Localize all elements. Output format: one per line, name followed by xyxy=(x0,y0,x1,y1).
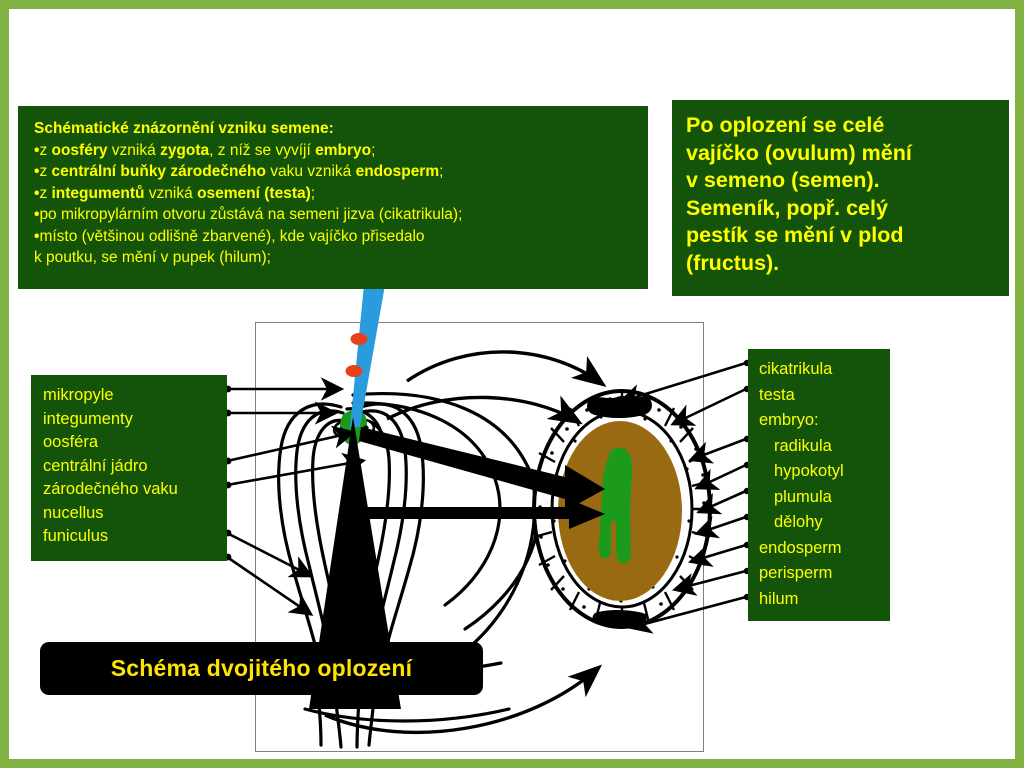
intro-text: ; xyxy=(310,184,316,202)
diagram-caption: Schéma dvojitého oplození xyxy=(40,642,483,695)
intro-text: vaku vzniká xyxy=(265,163,356,180)
intro-text: , z níž se vyvíjí xyxy=(209,141,316,159)
intro-line: •z centrální buňky zárodečného vaku vzni… xyxy=(34,161,648,183)
intro-line: •po mikropylárním otvoru zůstává na seme… xyxy=(34,204,648,226)
ovule-label-item: oosféra xyxy=(43,433,99,451)
seed-label-item: radikula xyxy=(774,436,832,455)
seed-label-item: hypokotyl xyxy=(774,462,844,480)
intro-term: zygota xyxy=(160,141,210,159)
fruit-text-box: Po oplození se celé vajíčko (ovulum) mění… xyxy=(672,100,1009,296)
intro-lines: •z oosféry vzniká zygota, z níž se vyvíj… xyxy=(34,140,648,269)
intro-text: z xyxy=(39,163,52,180)
seed-label-item: perisperm xyxy=(759,564,833,582)
bullet-glyph: • xyxy=(34,206,40,223)
intro-text: z xyxy=(39,184,52,202)
bullet-glyph: • xyxy=(34,163,40,180)
intro-text: ; xyxy=(439,163,444,180)
leader-plumula xyxy=(696,489,747,515)
intro-term: integumentů xyxy=(51,184,145,202)
intro-term: embryo xyxy=(315,141,372,159)
seed-label-box: cikatrikula testa embryo: radikula hypokotyl… xyxy=(748,349,890,621)
intro-term: endosperm xyxy=(355,163,440,180)
fruit-line: v semeno (semen). xyxy=(686,168,880,192)
bullet-glyph: • xyxy=(34,227,40,245)
ovule-label-item: funiculus xyxy=(43,527,109,545)
intro-line: •z integumentů vzniká osemení (testa); xyxy=(34,183,648,205)
diagram-caption-text: Schéma dvojitého oplození xyxy=(110,655,413,681)
ovule-label-item: nucellus xyxy=(43,503,104,522)
intro-line: •místo (většinou odlišně zbarvené), kde … xyxy=(34,226,648,248)
seed-label-item: hilum xyxy=(759,589,799,608)
seed-label-item: endosperm xyxy=(759,538,842,557)
ovule-label-box: mikropyle integumenty oosféra centrální jád… xyxy=(31,375,227,561)
seed-label-item: testa xyxy=(759,385,795,404)
intro-text: místo (většinou odlišně zbarvené), kde v… xyxy=(39,227,425,245)
ovule-label-item: integumenty xyxy=(43,409,133,428)
leader-hypokotyl xyxy=(694,463,747,490)
seed-label-list: cikatrikula testa embryo: radikula hypokotyl… xyxy=(759,357,890,612)
fruit-line: pestík se mění v plod xyxy=(686,223,904,247)
intro-term: oosféry xyxy=(51,141,108,159)
bullet-glyph: • xyxy=(34,141,40,159)
fruit-line: Po oplození se celé xyxy=(686,113,885,137)
intro-text: k poutku, se mění v pupek (hilum); xyxy=(34,249,271,266)
fruit-lines: Po oplození se celé vajíčko (ovulum) mění… xyxy=(686,112,1009,277)
ovule-label-list: mikropyle integumenty oosféra centrální jád… xyxy=(43,384,227,549)
intro-term: centrální buňky zárodečného xyxy=(51,163,266,180)
intro-title: Schématické znázornění vzniku semene: xyxy=(34,120,334,137)
intro-text: z xyxy=(39,141,52,159)
intro-text: vzniká xyxy=(107,141,161,159)
fruit-line: Semeník, popř. celý xyxy=(686,195,888,220)
intro-text: ; xyxy=(371,141,376,159)
intro-text: vzniká xyxy=(144,184,198,202)
ovule-label-item: mikropyle xyxy=(43,386,114,404)
seed-label-item: embryo: xyxy=(759,411,819,429)
slide-stage: Schématické znázornění vzniku semene: •z… xyxy=(9,9,1015,759)
fruit-line: (fructus). xyxy=(686,250,780,275)
ovule-label-item: zárodečného vaku xyxy=(43,480,178,498)
seed-label-item: plumula xyxy=(774,487,832,506)
fruit-line: vajíčko (ovulum) mění xyxy=(686,140,912,165)
leader-delohy xyxy=(694,515,747,539)
intro-text-box: Schématické znázornění vzniku semene: •z… xyxy=(18,106,648,289)
bullet-glyph: • xyxy=(34,184,40,202)
intro-line: •z oosféry vzniká zygota, z níž se vyvíj… xyxy=(34,140,648,162)
intro-term: osemení (testa) xyxy=(197,184,311,202)
ovule-label-item: centrální jádro xyxy=(43,456,148,475)
intro-text: po mikropylárním otvoru zůstává na semen… xyxy=(39,206,463,223)
seed-label-item: cikatrikula xyxy=(759,360,833,378)
intro-line: k poutku, se mění v pupek (hilum); xyxy=(34,247,648,269)
seed-label-item: dělohy xyxy=(774,513,823,531)
